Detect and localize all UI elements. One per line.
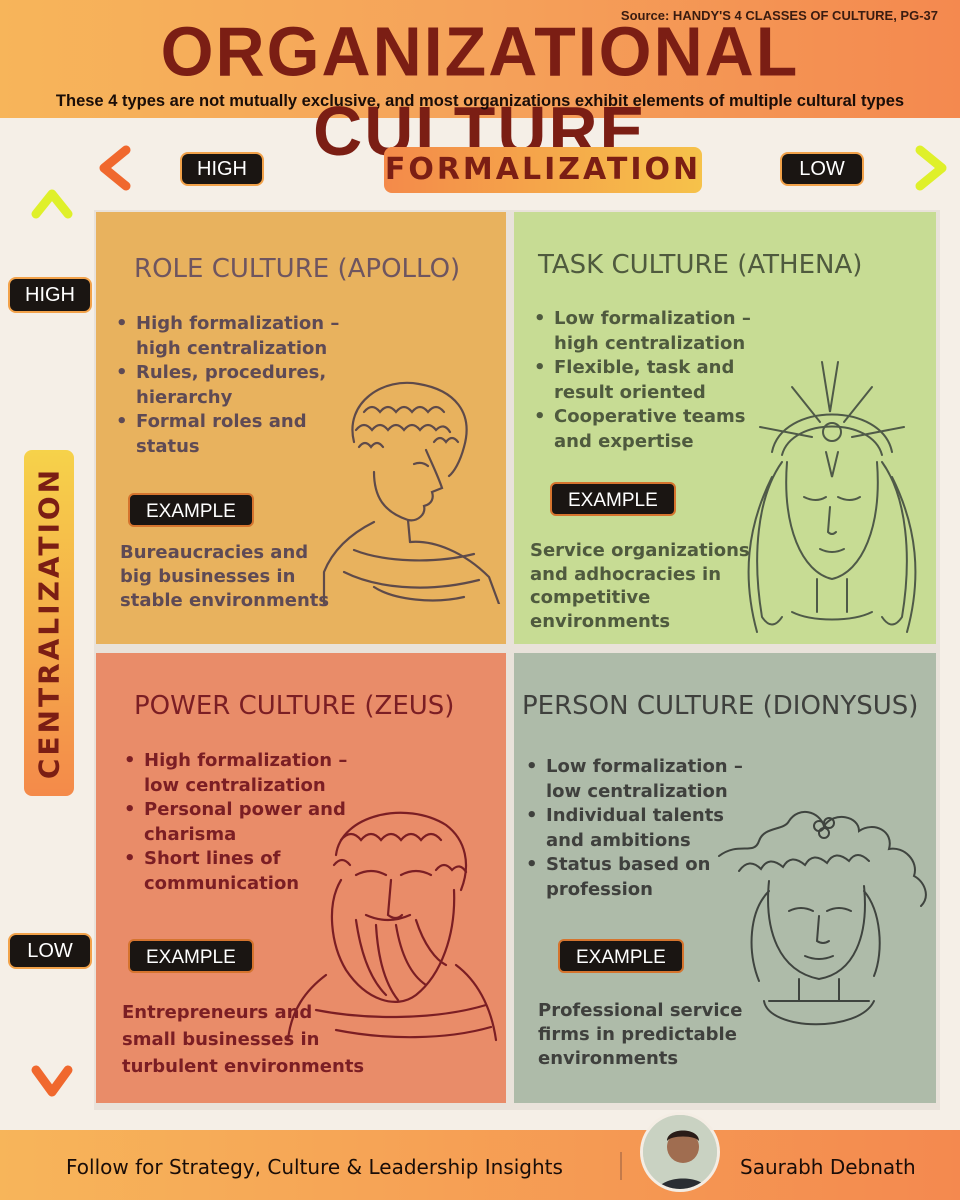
header-banner	[0, 0, 960, 118]
task-example-text: Service organizations and adhocracies in…	[530, 540, 750, 632]
power-culture-quadrant: POWER CULTURE (ZEUS) High formalization …	[96, 653, 506, 1103]
centralization-axis-title: CENTRALIZATION	[32, 466, 66, 780]
apollo-bust-icon	[322, 381, 501, 604]
footer-divider	[620, 1152, 622, 1180]
role-culture-title: ROLE CULTURE (APOLLO)	[134, 254, 461, 284]
bullet-item: Low formalization –high centralization	[534, 307, 751, 356]
power-culture-title: POWER CULTURE (ZEUS)	[134, 691, 455, 721]
centralization-axis-title-box: CENTRALIZATION	[24, 450, 74, 796]
role-example-text: Bureaucracies and big businesses in stab…	[120, 542, 330, 611]
role-culture-bullets: High formalization –high centralization …	[116, 312, 339, 459]
source-citation: Source: HANDY'S 4 CLASSES OF CULTURE, PG…	[620, 8, 938, 23]
role-culture-quadrant: ROLE CULTURE (APOLLO) High formalization…	[96, 212, 506, 644]
footer-banner	[0, 1130, 960, 1200]
task-culture-quadrant: TASK CULTURE (ATHENA) Low formalization …	[514, 212, 936, 644]
page-title: ORGANIZATIONAL CULTURE	[160, 13, 800, 171]
formalization-axis-title: FORMALIZATION	[384, 147, 702, 193]
person-culture-quadrant: PERSON CULTURE (DIONYSUS) Low formalizat…	[514, 653, 936, 1103]
avatar	[640, 1112, 720, 1192]
centralization-high-label: HIGH	[8, 277, 92, 313]
power-example-text: Entrepreneurs and small businesses in tu…	[122, 1002, 365, 1077]
task-example-badge: EXAMPLE	[550, 482, 676, 516]
author-photo-icon	[643, 1115, 717, 1189]
bullet-item: Low formalization –low centralization	[526, 755, 743, 804]
person-example-text: Professional service firms in predictabl…	[538, 1000, 743, 1069]
author-name: Saurabh Debnath	[740, 1155, 916, 1179]
athena-head-icon	[747, 361, 917, 633]
formalization-low-label: LOW	[780, 152, 864, 186]
person-culture-bullets: Low formalization –low centralization In…	[526, 755, 743, 902]
task-culture-title: TASK CULTURE (ATHENA)	[538, 250, 863, 280]
role-example-badge: EXAMPLE	[128, 493, 254, 527]
bullet-item: Rules, procedures,hierarchy	[116, 361, 339, 410]
zeus-bust-icon	[286, 811, 498, 1042]
task-culture-bullets: Low formalization –high centralization F…	[534, 307, 751, 454]
person-example-badge: EXAMPLE	[558, 939, 684, 973]
follow-cta: Follow for Strategy, Culture & Leadershi…	[66, 1155, 563, 1179]
power-example-badge: EXAMPLE	[128, 939, 254, 973]
power-culture-bullets: High formalization –low centralization P…	[124, 749, 347, 896]
dionysus-bust-icon	[718, 811, 927, 1026]
page-subtitle: These 4 types are not mutually exclusive…	[55, 92, 905, 110]
centralization-low-label: LOW	[8, 933, 92, 969]
person-culture-title: PERSON CULTURE (DIONYSUS)	[522, 691, 919, 721]
bullet-item: High formalization –low centralization	[124, 749, 347, 798]
formalization-high-label: HIGH	[180, 152, 264, 186]
bullet-item: High formalization –high centralization	[116, 312, 339, 361]
